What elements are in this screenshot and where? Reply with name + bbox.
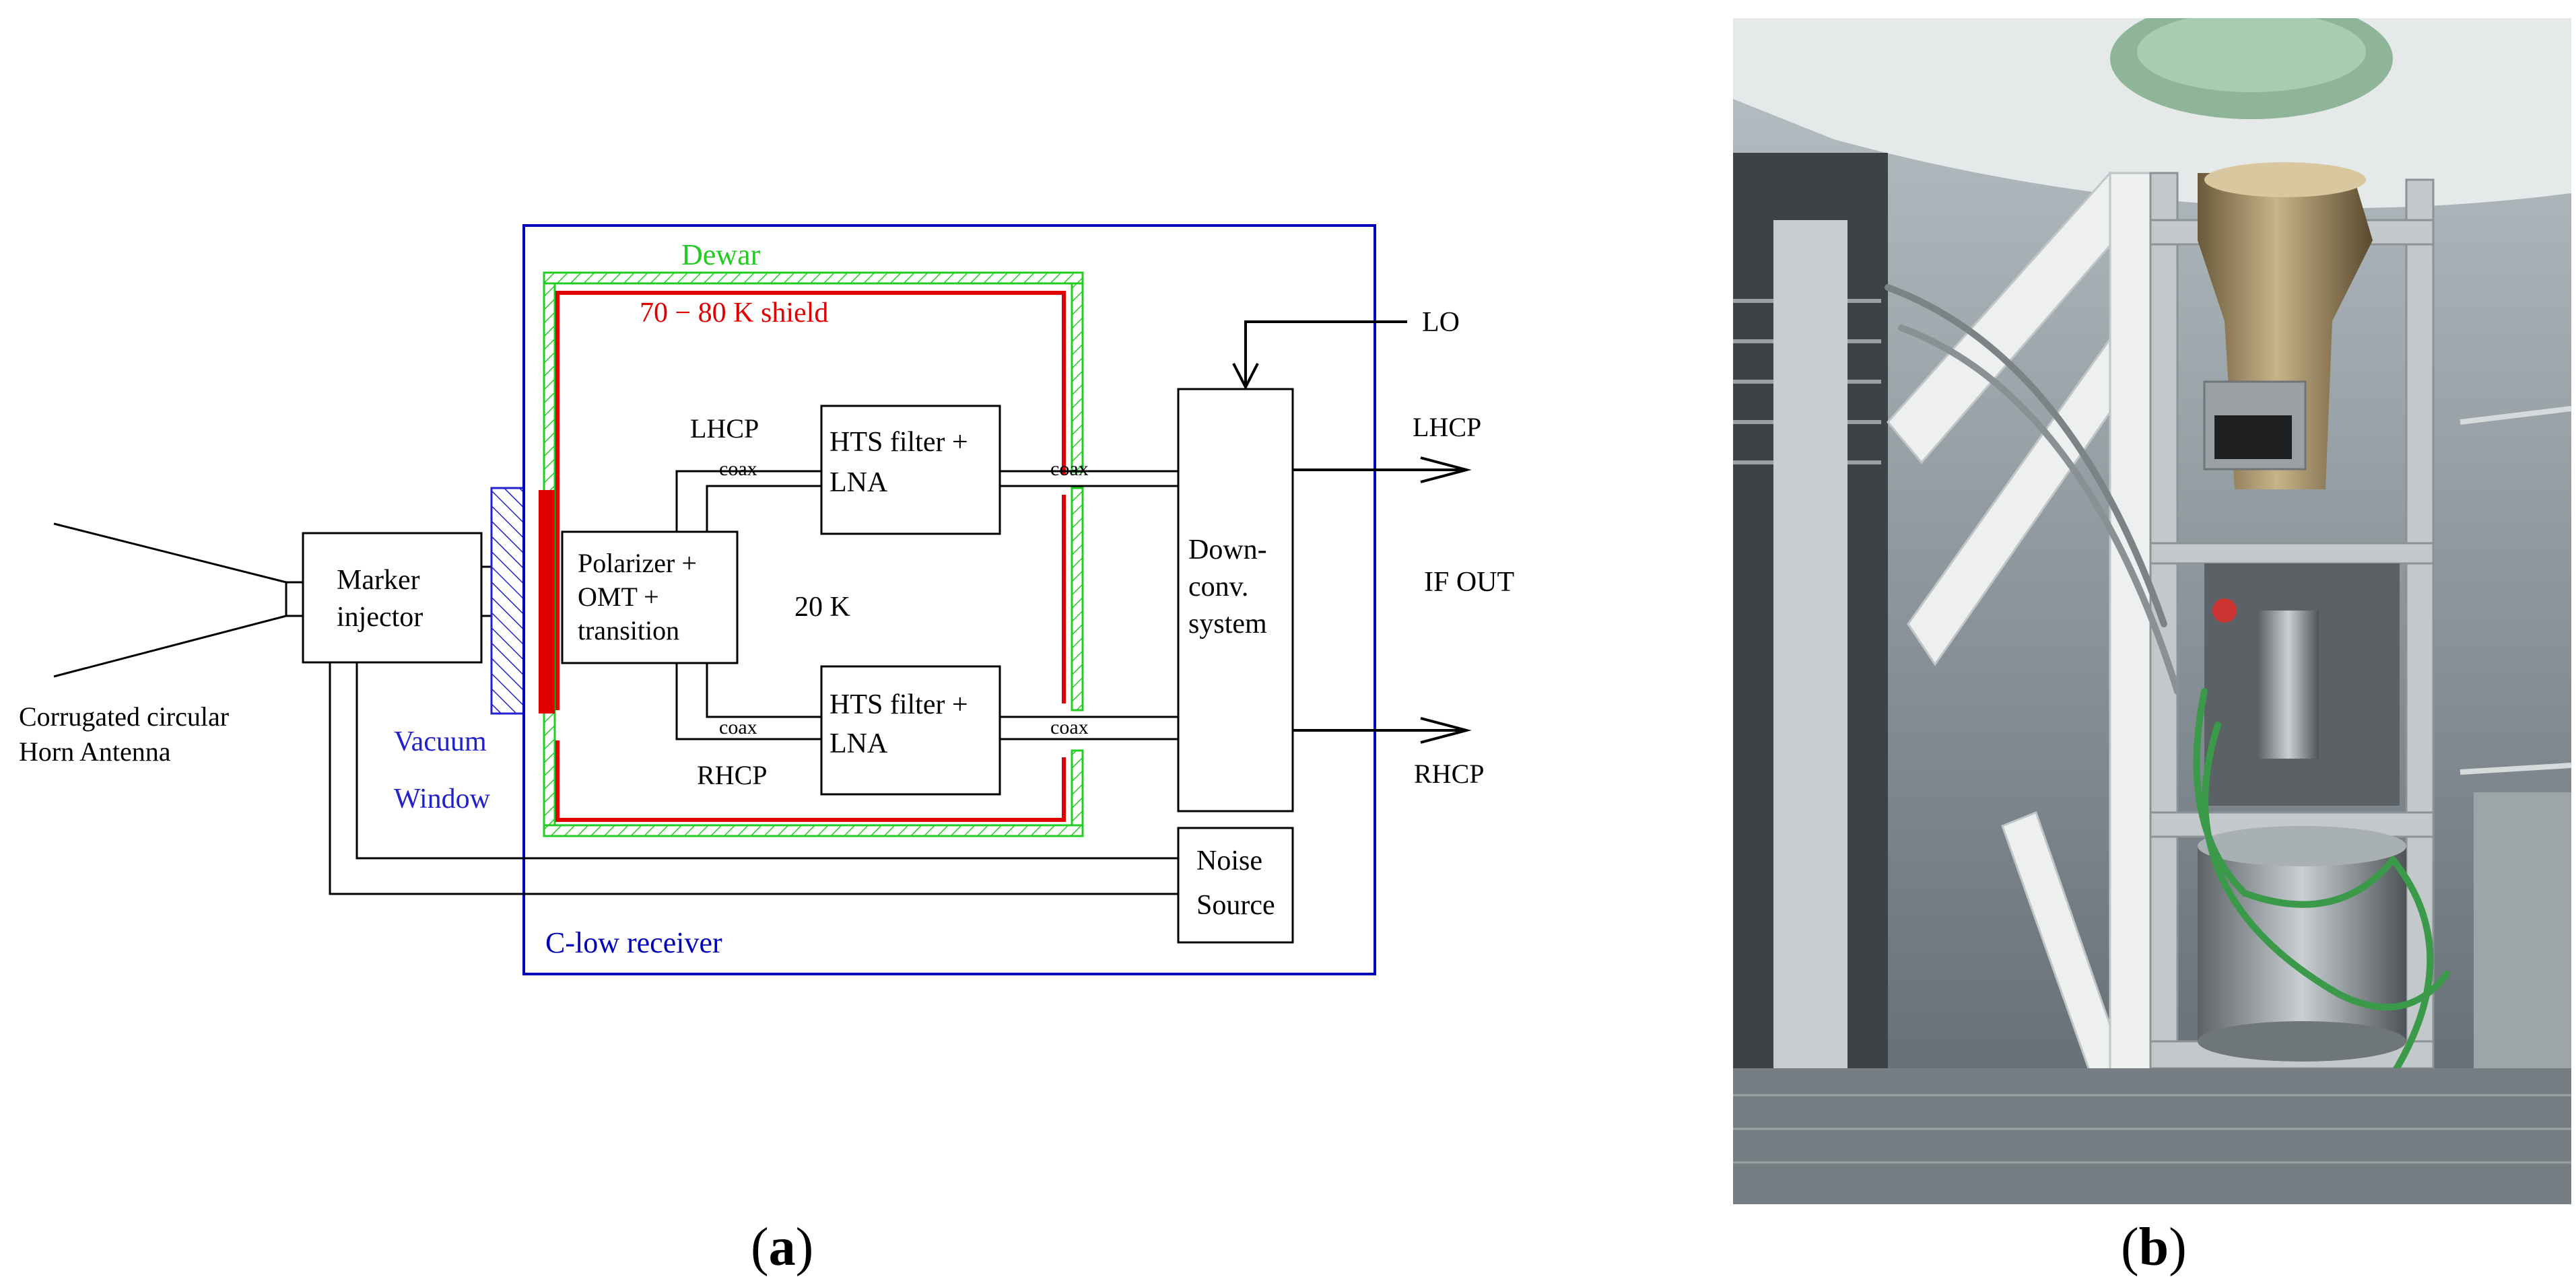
hts-upper-line1: HTS filter +	[829, 427, 968, 458]
coax-label-upper-right: coax	[1050, 458, 1089, 480]
temp-20k-label: 20 K	[794, 592, 850, 623]
dewar-label: Dewar	[681, 238, 761, 271]
marker-injector-line1: Marker	[337, 565, 420, 596]
lo-arrow	[1232, 320, 1407, 390]
vacuum-label: Vacuum	[394, 726, 487, 757]
lo-label: LO	[1422, 307, 1460, 338]
downconv-line2: conv.	[1188, 571, 1248, 602]
rhcp-internal-label: RHCP	[697, 760, 768, 790]
horn-antenna	[53, 522, 304, 678]
polarizer-omt-box	[561, 530, 739, 664]
window-label: Window	[394, 784, 491, 814]
caption-a: (a)	[751, 1218, 814, 1277]
polarizer-line3: transition	[578, 615, 679, 646]
noise-lines	[329, 662, 1178, 895]
hts-lna-lower-box	[820, 665, 1001, 796]
antenna-label-line1: Corrugated circular	[19, 701, 229, 732]
lhcp-out-label: LHCP	[1413, 412, 1481, 442]
shield-label: 70 − 80 K shield	[640, 298, 828, 328]
caption-b: (b)	[2121, 1218, 2187, 1277]
hts-lna-upper-box	[820, 405, 1001, 535]
rhcp-out-label: RHCP	[1414, 759, 1485, 789]
polarizer-line1: Polarizer +	[578, 548, 697, 578]
downconv-line3: system	[1188, 609, 1267, 639]
hts-lower-line1: HTS filter +	[829, 689, 968, 720]
receiver-photo	[1733, 18, 2571, 1204]
shield-walls	[555, 291, 1066, 822]
vacuum-window	[490, 487, 525, 715]
coax-label-lower-left: coax	[719, 716, 757, 738]
lhcp-internal-label: LHCP	[690, 413, 759, 444]
downconv-box	[1177, 388, 1294, 812]
noise-source-line1: Noise	[1196, 845, 1262, 876]
marker-injector-box	[302, 532, 483, 664]
receiver-block-diagram: Corrugated circular Horn Antenna Marker …	[19, 224, 1514, 975]
if-out-label: IF OUT	[1424, 567, 1514, 598]
downconv-line1: Down-	[1188, 534, 1267, 565]
coax-label-upper-left: coax	[719, 458, 757, 480]
coax-label-lower-right: coax	[1050, 716, 1089, 738]
noise-source-box	[1177, 827, 1294, 944]
hts-upper-line2: LNA	[829, 467, 888, 498]
noise-source-line2: Source	[1196, 890, 1275, 921]
if-out-arrows	[1293, 456, 1472, 744]
shield-window	[539, 490, 555, 714]
marker-injector-line2: injector	[337, 602, 423, 633]
receiver-boundary	[522, 224, 1376, 975]
polarizer-line2: OMT +	[578, 582, 659, 612]
antenna-label-line2: Horn Antenna	[19, 736, 171, 767]
receiver-label: C-low receiver	[545, 926, 722, 959]
hts-lower-line2: LNA	[829, 728, 888, 759]
